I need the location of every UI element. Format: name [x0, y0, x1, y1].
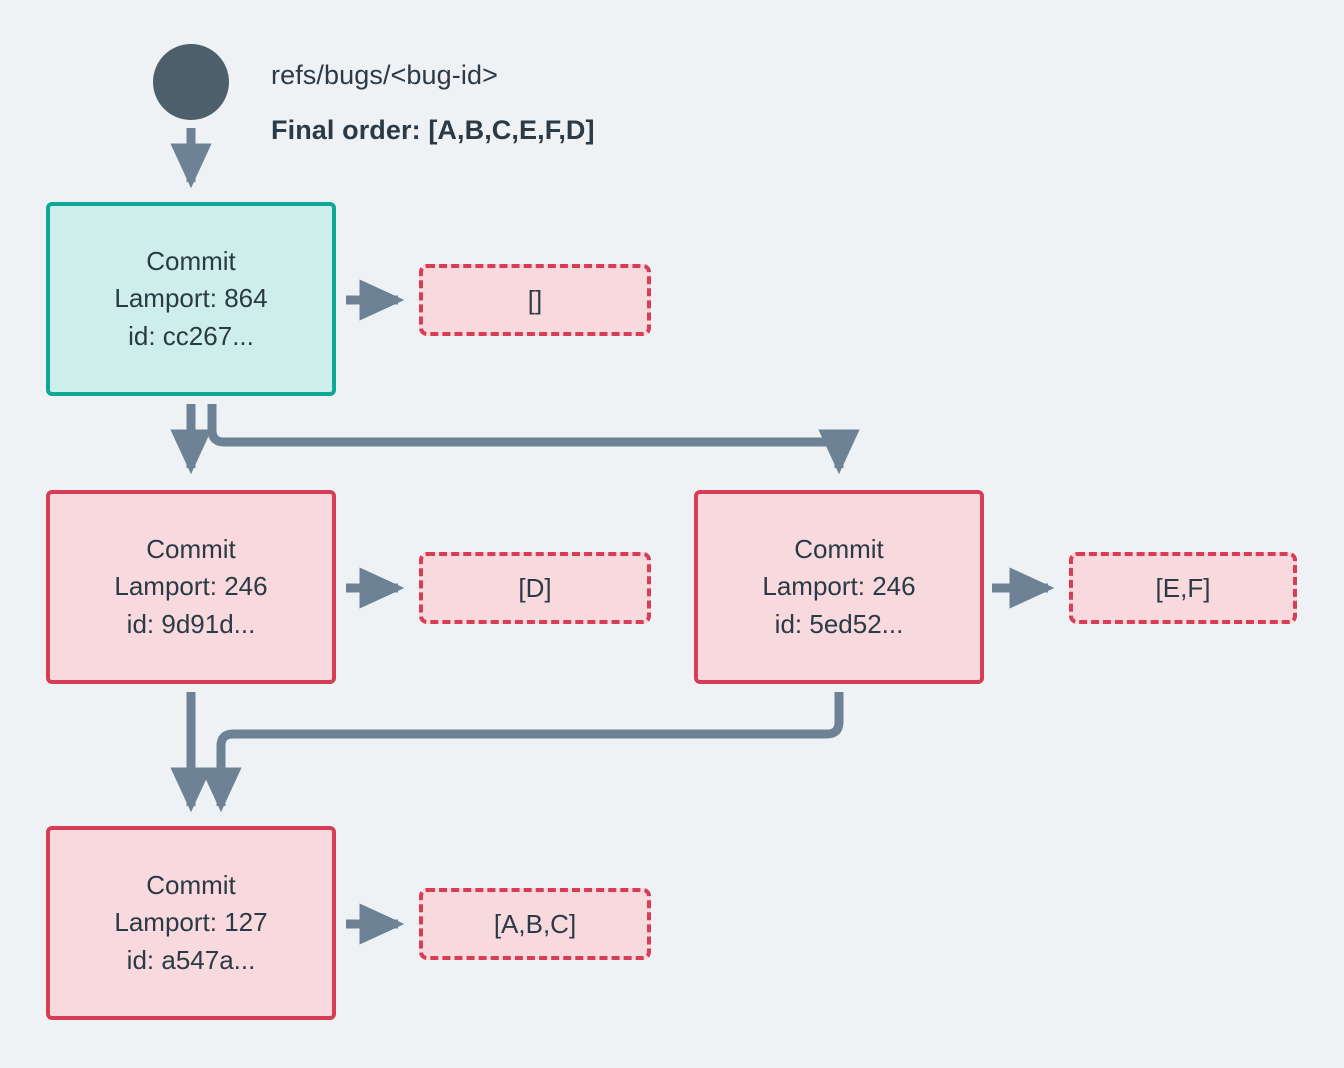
commit-lamport: Lamport: 127 — [114, 907, 268, 938]
final-order-label: Final order: [A,B,C,E,F,D] — [271, 115, 595, 145]
commit-title: Commit — [146, 534, 236, 565]
commit-lamport: Lamport: 246 — [114, 571, 268, 602]
operations-box-a547a[interactable]: [A,B,C] — [419, 888, 651, 960]
operations-box-5ed52[interactable]: [E,F] — [1069, 552, 1297, 624]
commit-hash: id: cc267... — [128, 320, 254, 351]
operations-label: [] — [527, 284, 543, 315]
operations-box-9d91d[interactable]: [D] — [419, 552, 651, 624]
commit-title: Commit — [794, 534, 884, 565]
commit-hash: id: 9d91d... — [126, 608, 256, 639]
operations-label: [D] — [518, 572, 552, 603]
commit-node-9d91d[interactable]: Commit Lamport: 246 id: 9d91d... — [46, 490, 336, 684]
ref-head-dot[interactable] — [153, 44, 229, 120]
operations-box-cc267[interactable]: [] — [419, 264, 651, 336]
operations-label: [A,B,C] — [493, 908, 577, 939]
commit-node-5ed52[interactable]: Commit Lamport: 246 id: 5ed52... — [694, 490, 984, 684]
ref-path-label: refs/bugs/<bug-id> — [271, 60, 498, 90]
operations-label: [E,F] — [1155, 572, 1211, 603]
commit-hash: id: a547a... — [126, 944, 256, 975]
commit-lamport: Lamport: 246 — [762, 571, 916, 602]
commit-node-cc267[interactable]: Commit Lamport: 864 id: cc267... — [46, 202, 336, 396]
commit-lamport: Lamport: 864 — [114, 283, 268, 314]
commit-title: Commit — [146, 246, 236, 277]
commit-node-a547a[interactable]: Commit Lamport: 127 id: a547a... — [46, 826, 336, 1020]
edge-cc267-to-5ed52 — [207, 404, 860, 475]
commit-title: Commit — [146, 870, 236, 901]
edge-5ed52-to-a547a — [200, 692, 844, 813]
commit-hash: id: 5ed52... — [774, 608, 904, 639]
